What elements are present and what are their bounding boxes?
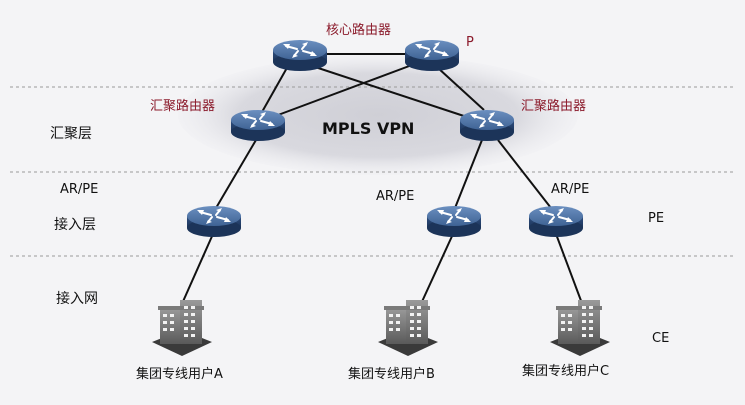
link-agg-right-access-c — [497, 139, 552, 209]
layer-label-access: 接入层 — [54, 216, 96, 233]
core-router-p-label: P — [466, 35, 474, 50]
core-router-right-icon — [404, 39, 460, 72]
link-core-right-agg-right — [437, 67, 485, 111]
mpls-vpn-label: MPLS VPN — [322, 119, 414, 138]
customer-b-building-icon — [378, 300, 438, 356]
link-agg-right-access-b — [454, 139, 483, 209]
link-agg-left-access-a — [215, 139, 257, 209]
agg-router-left-label: 汇聚路由器 — [150, 98, 215, 114]
side-label-ce: CE — [652, 331, 669, 346]
core-router-label: 核心路由器 — [326, 22, 391, 38]
link-access-b-customer-b — [419, 233, 454, 307]
link-access-a-customer-a — [180, 233, 214, 307]
customer-c-building-icon — [550, 300, 610, 356]
access-router-a-icon — [186, 205, 242, 238]
agg-router-left-icon — [230, 109, 286, 142]
side-label-ar-pe: AR/PE — [60, 182, 98, 197]
customer-a-building-icon — [152, 300, 212, 356]
access-router-b-icon — [426, 205, 482, 238]
layer-dividers — [10, 86, 735, 257]
layer-label-aggregation: 汇聚层 — [50, 126, 92, 142]
link-core-right-agg-left — [269, 61, 421, 119]
customer-b-label: 集团专线用户B — [348, 366, 435, 382]
core-router-left-icon — [272, 39, 328, 72]
agg-router-right-icon — [459, 109, 515, 142]
link-access-c-customer-c — [555, 233, 584, 307]
customer-a-label: 集团专线用户A — [136, 366, 223, 382]
link-core-left-agg-right — [299, 61, 471, 119]
access-router-c-label: AR/PE — [551, 182, 589, 197]
agg-router-right-label: 汇聚路由器 — [521, 98, 586, 114]
link-core-left-agg-left — [261, 65, 289, 113]
customer-c-label: 集团专线用户C — [522, 363, 609, 379]
access-router-b-label: AR/PE — [376, 189, 414, 204]
layer-label-access-network: 接入网 — [56, 290, 98, 307]
access-router-c-icon — [528, 205, 584, 238]
side-label-pe: PE — [648, 211, 664, 226]
